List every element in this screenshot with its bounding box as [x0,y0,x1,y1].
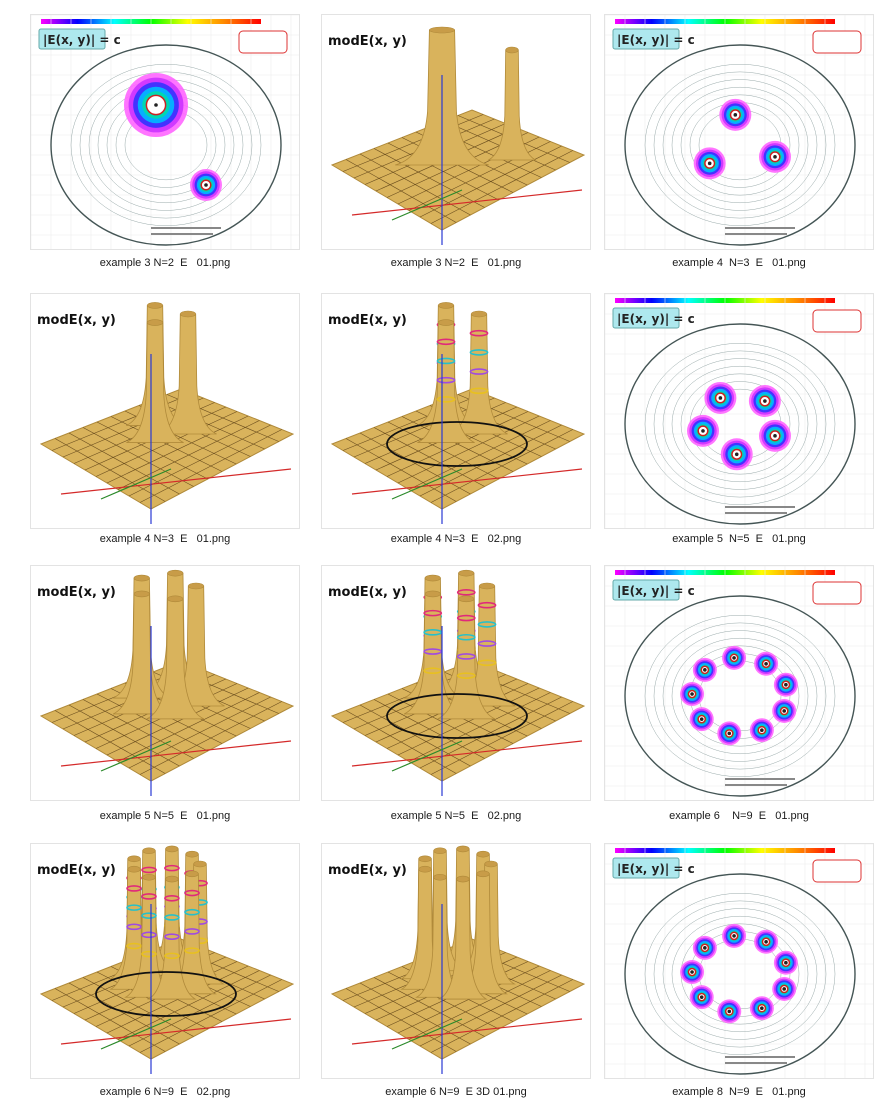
file-name[interactable]: example 6 N=9 E 01.png [669,810,809,822]
plot-title: modE(x, y) [37,313,116,328]
formula-text: |E(x, y)| = c [617,33,695,47]
surface-plot: modE(x, y) [328,569,586,796]
formula-text: |E(x, y)| = c [617,584,695,598]
file-name[interactable]: example 5 N=5 E 01.png [672,533,806,545]
surface-plot: modE(x, y) [37,845,295,1074]
file-name[interactable]: example 4 N=3 E 01.png [672,257,806,269]
surface-plot: modE(x, y) [328,845,586,1074]
file-name[interactable]: example 6 N=9 E 3D 01.png [385,1086,527,1098]
file-name[interactable]: example 3 N=2 E 01.png [99,257,231,269]
file-name[interactable]: example 5 N=5 E 02.png [390,810,522,822]
plot-title: modE(x, y) [328,34,407,49]
surface-plot: modE(x, y) [37,569,295,796]
plot-title: modE(x, y) [328,863,407,878]
formula-box [612,579,680,601]
plot-title: modE(x, y) [328,585,407,600]
file-thumbnail[interactable]: modE(x, y) [30,293,300,529]
file-name[interactable]: example 6 N=9 E 02.png [99,1086,231,1098]
contour-plot: |E(x, y)| = c [605,294,873,528]
formula-box [612,28,680,50]
formula-box [612,857,680,879]
file-name[interactable]: example 3 N=2 E 01.png [390,257,522,269]
formula-box [38,28,106,50]
formula-text: |E(x, y)| = c [43,33,121,47]
contour-plot: |E(x, y)| = c [605,566,873,800]
file-name[interactable]: example 4 N=3 E 01.png [99,533,231,545]
file-thumbnail[interactable]: |E(x, y)| = c [30,14,300,250]
file-thumbnail[interactable]: modE(x, y) [30,843,300,1079]
surface-plane [39,388,295,510]
contour-plot: |E(x, y)| = c [605,844,873,1078]
file-thumbnail[interactable]: modE(x, y) [321,843,591,1079]
surface-plane [330,388,586,510]
file-thumbnail[interactable]: modE(x, y) [321,14,591,250]
formula-text: |E(x, y)| = c [617,862,695,876]
file-thumbnail[interactable]: |E(x, y)| = c [604,14,874,250]
surface-plot: modE(x, y) [328,26,586,245]
contour-plot: |E(x, y)| = c [605,15,873,249]
file-thumbnail[interactable]: |E(x, y)| = c [604,565,874,801]
surface-plot: modE(x, y) [37,302,295,524]
file-thumbnail[interactable]: |E(x, y)| = c [604,843,874,1079]
contour-plot: |E(x, y)| = c [31,15,299,249]
file-thumbnail[interactable]: |E(x, y)| = c [604,293,874,529]
file-name[interactable]: example 8 N=9 E 01.png [672,1086,806,1098]
formula-text: |E(x, y)| = c [617,312,695,326]
formula-box [612,307,680,329]
plot-title: modE(x, y) [37,863,116,878]
file-thumbnail[interactable]: modE(x, y) [321,293,591,529]
file-name[interactable]: example 5 N=5 E 01.png [99,810,231,822]
plot-title: modE(x, y) [37,585,116,600]
file-name[interactable]: example 4 N=3 E 02.png [390,533,522,545]
file-thumbnail[interactable]: modE(x, y) [30,565,300,801]
plot-title: modE(x, y) [328,313,407,328]
surface-plot: modE(x, y) [328,302,586,524]
file-thumbnail[interactable]: modE(x, y) [321,565,591,801]
